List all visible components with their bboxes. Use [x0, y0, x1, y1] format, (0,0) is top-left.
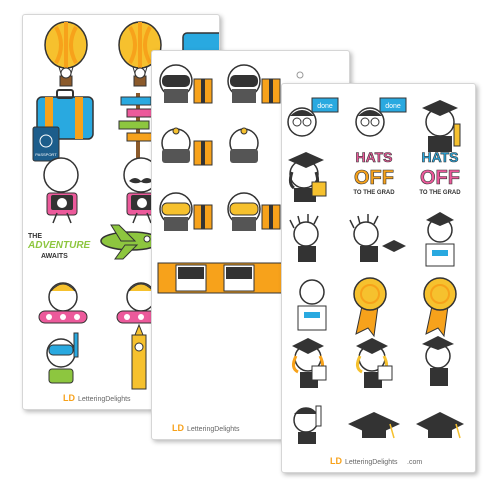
diploma-kid-icon — [293, 405, 322, 444]
brand-name: LetteringDelights — [78, 396, 131, 403]
hot-air-balloon-icon — [44, 21, 88, 87]
grad-cap-girl-icon — [291, 338, 327, 388]
ribbon-award-icon — [423, 277, 457, 338]
photographer-icon — [43, 157, 79, 224]
ribbon-award-icon — [353, 277, 387, 338]
done-sign-kid-icon: done — [287, 97, 339, 137]
hats-off-text: HATS OFF TO THE GRAD HATS OFF TO THE GRA… — [353, 149, 461, 196]
svg-text:HATS: HATS — [355, 149, 392, 165]
hot-air-balloon-icon — [118, 21, 162, 87]
svg-text:THE: THE — [28, 233, 42, 240]
goggle-kid-icon — [229, 127, 259, 163]
svg-text:done: done — [317, 103, 333, 110]
photo-strip-icon — [157, 262, 287, 294]
svg-text:OFF: OFF — [354, 167, 394, 189]
svg-text:TO THE GRAD: TO THE GRAD — [353, 190, 395, 196]
svg-text:ADVENTURE: ADVENTURE — [27, 240, 91, 251]
goggle-stand-icon — [193, 140, 213, 166]
diploma-kid-icon — [422, 336, 454, 386]
adventure-awaits-text: THE ADVENTURE AWAITS — [27, 233, 91, 260]
big-ben-icon — [131, 323, 147, 390]
svg-text:TO THE GRAD: TO THE GRAD — [419, 190, 461, 196]
graduation-sticker-art: done done HATS OFF TO THE GRAD — [287, 97, 464, 466]
grad-cap-kid-icon — [422, 100, 461, 152]
svg-text:HATS: HATS — [421, 149, 458, 165]
grad-cap-icon — [348, 412, 400, 439]
goggle-kid-icon — [159, 192, 193, 231]
goggle-kid-icon — [227, 192, 261, 231]
brand-suffix: .com — [407, 459, 422, 466]
svg-text:AWAITS: AWAITS — [41, 253, 68, 260]
brand-name: LetteringDelights — [345, 459, 398, 466]
grad-cap-girl-icon — [355, 338, 393, 388]
goggle-stand-icon — [261, 78, 281, 104]
goggle-stand-icon — [193, 204, 213, 230]
travel-sticker-art: PASSPORT THE ADVENT — [27, 21, 219, 403]
brand-mark: LD — [330, 456, 342, 466]
grad-cap-girl-icon — [288, 152, 327, 202]
girl-float-icon — [38, 282, 88, 324]
airplane-icon — [100, 224, 162, 260]
cap-toss-kid-icon — [289, 214, 319, 262]
passport-icon: PASSPORT — [32, 126, 60, 162]
podium-kid-icon — [425, 212, 455, 267]
svg-text:OFF: OFF — [420, 167, 460, 189]
passport-label: PASSPORT — [35, 152, 57, 157]
goggle-stand-icon — [193, 78, 213, 104]
goggle-kid-icon — [159, 64, 193, 103]
brand-mark: LD — [63, 393, 75, 403]
podium-kid-icon — [297, 279, 327, 331]
svg-text:done: done — [385, 103, 401, 110]
graduation-sticker-sheet: done done HATS OFF TO THE GRAD — [281, 83, 476, 473]
goggle-stand-icon — [261, 204, 281, 230]
grad-cap-icon — [416, 412, 464, 439]
brand-name: LetteringDelights — [187, 426, 240, 433]
done-sign-kid-icon: done — [355, 97, 407, 137]
goggle-kid-icon — [161, 127, 191, 163]
goggle-kid-icon — [227, 64, 261, 103]
snorkel-icon — [46, 332, 79, 384]
photographer-icon — [123, 157, 159, 224]
brand-mark: LD — [172, 423, 184, 433]
cap-toss-kid-icon — [349, 214, 406, 262]
goggle-sticker-art: LD LetteringDelights — [157, 64, 304, 433]
